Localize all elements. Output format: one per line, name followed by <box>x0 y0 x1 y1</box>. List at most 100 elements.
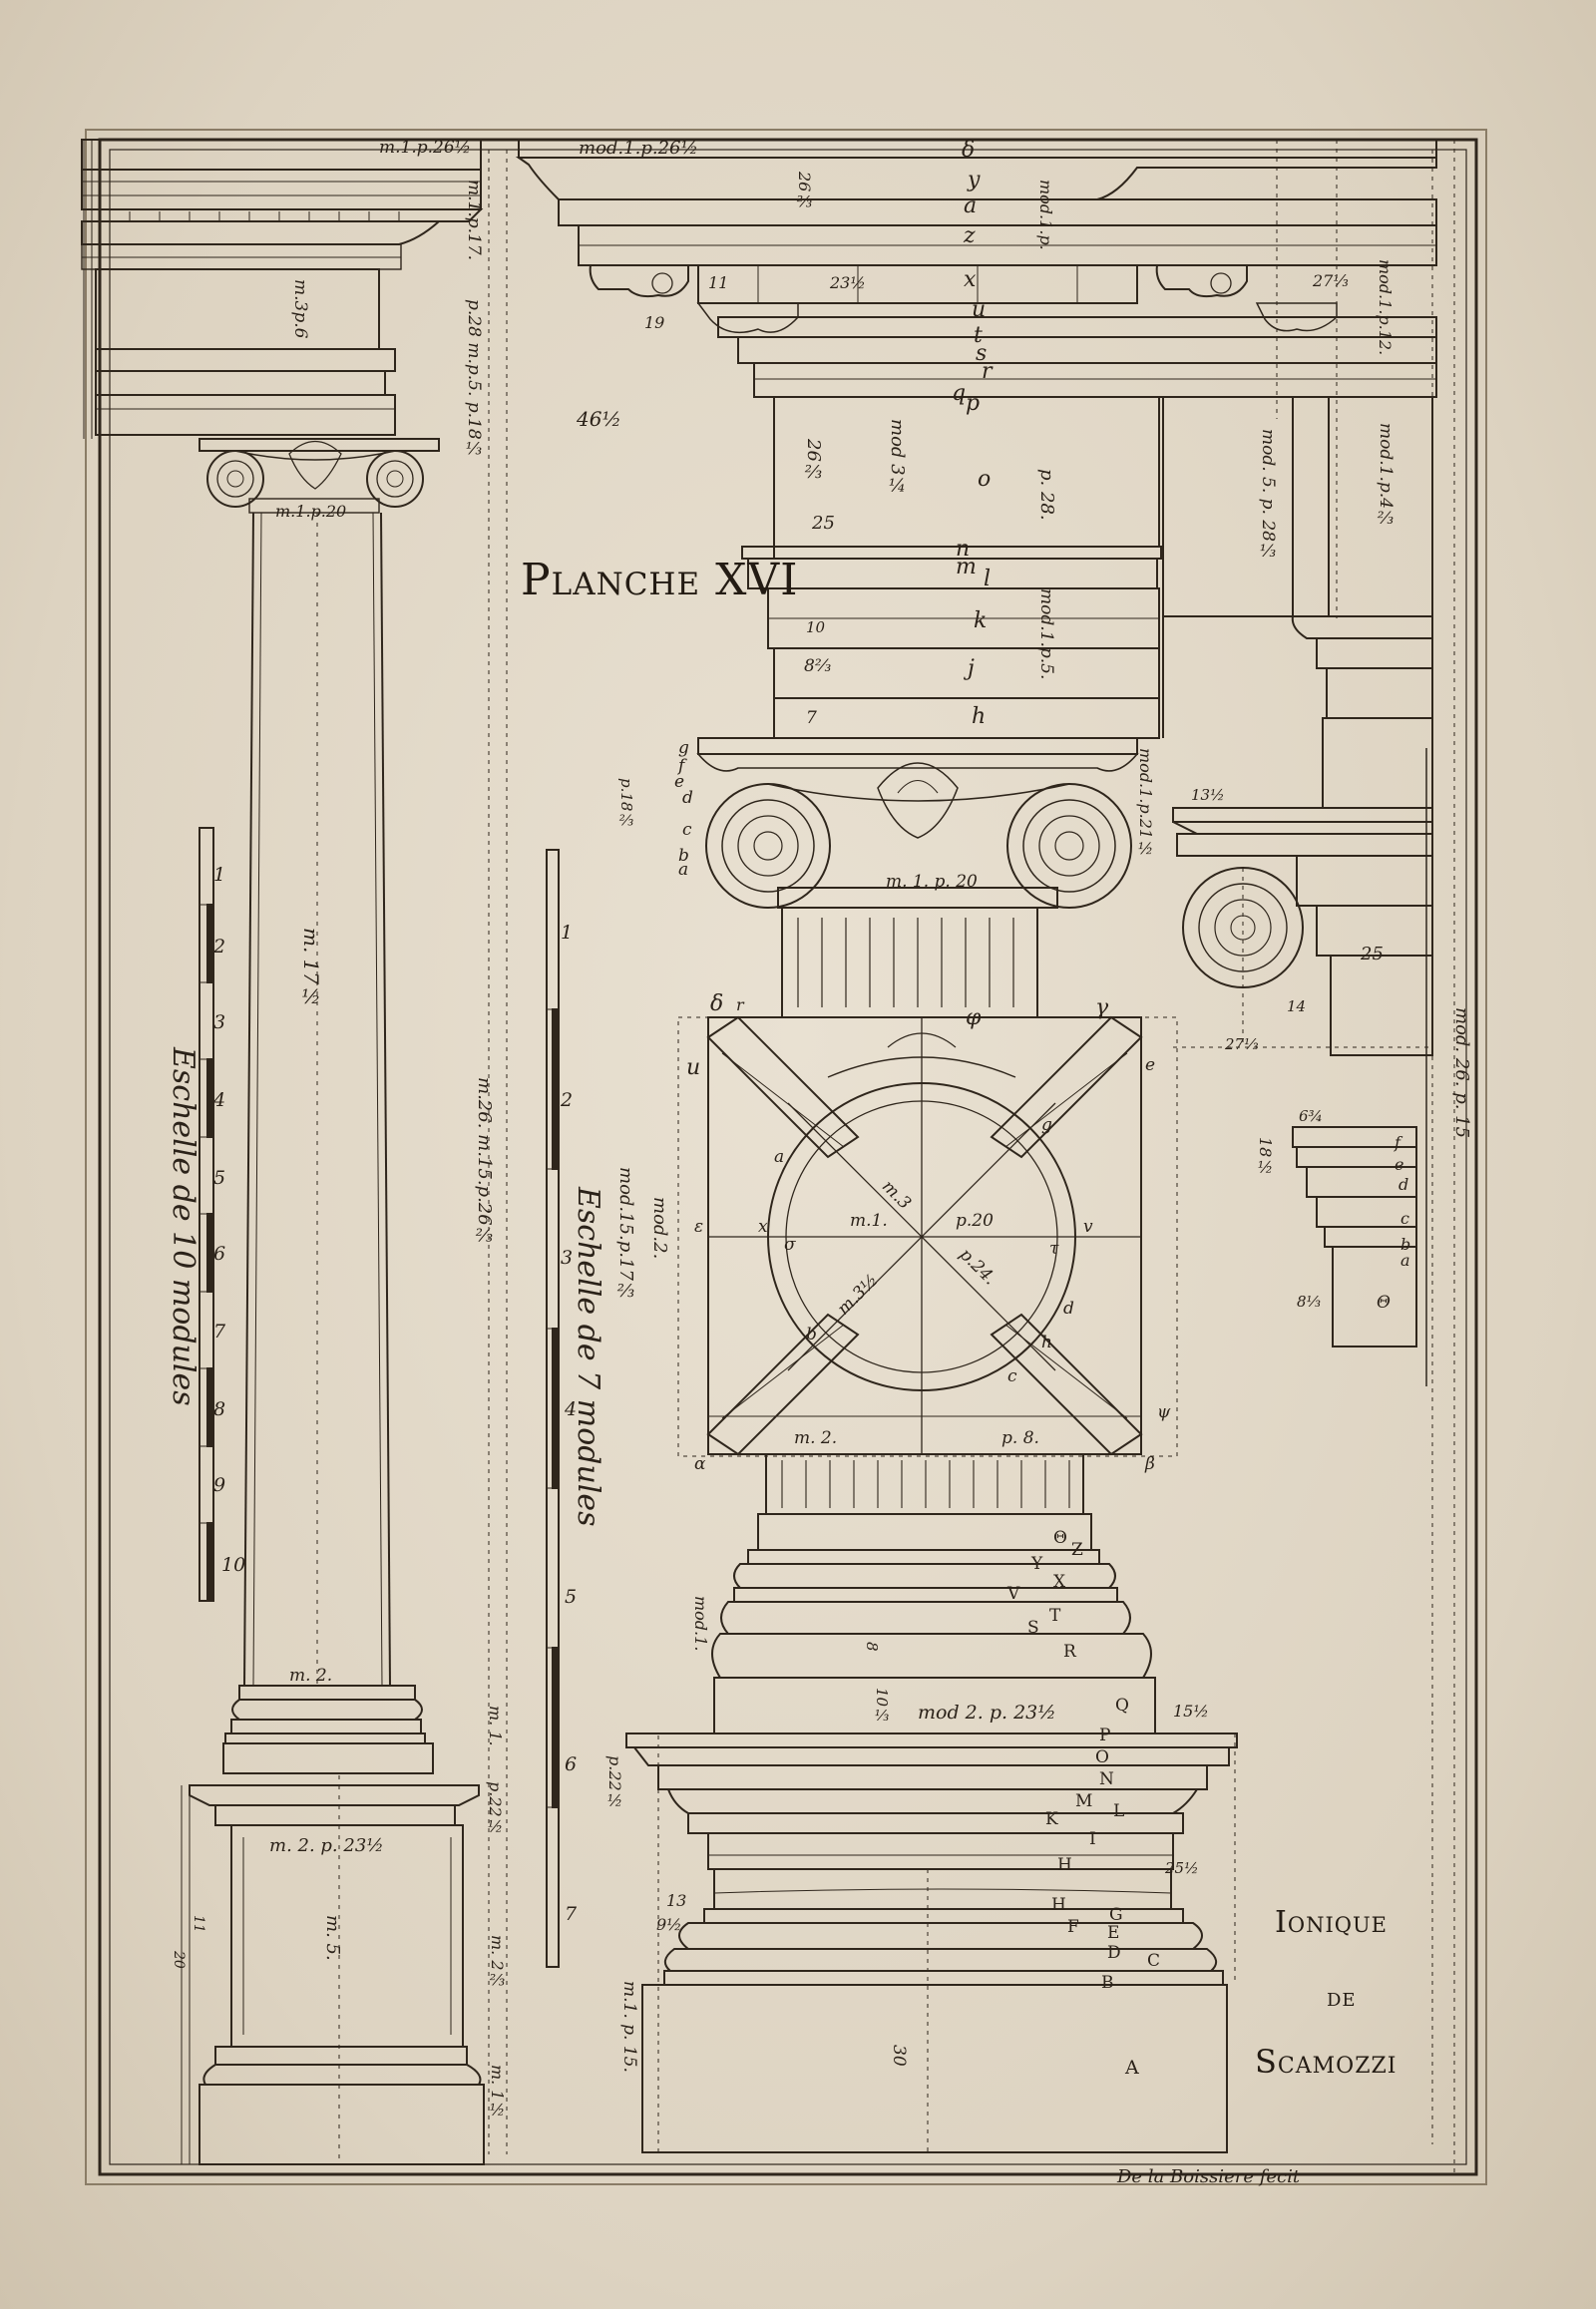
base-letter-m: M <box>1075 1791 1093 1811</box>
capital-front <box>696 737 1139 1018</box>
base-letter-n: N <box>1099 1769 1114 1789</box>
base-letter-r: R <box>1063 1642 1076 1662</box>
cap-letter-d: d <box>682 788 693 808</box>
frieze-architrave <box>741 396 1433 1386</box>
scale7-num-5: 5 <box>565 1586 578 1608</box>
ent-letter-z: z <box>964 223 976 248</box>
ent-letter-u: u <box>972 297 987 322</box>
scale10-num-4: 4 <box>213 1089 226 1111</box>
plan-letter-x: x <box>758 1217 768 1237</box>
capital-width: m. 1. p. 20 <box>886 872 978 892</box>
base-letter-p: P <box>1099 1726 1111 1745</box>
ent-letter-y: y <box>968 168 981 192</box>
base-dim-b10: 10⅓ <box>873 1688 891 1726</box>
ent-dim-m7: mod.1.p.12. <box>1376 259 1395 356</box>
side-letter-d: d <box>1398 1175 1409 1194</box>
plan-m1: m.1. <box>850 1211 888 1231</box>
left-dim-shaft: m. 17½ <box>299 928 323 1009</box>
arch-dim-d: 7 <box>806 708 817 728</box>
scale10-num-8: 8 <box>213 1398 226 1420</box>
base-letter-z: Z <box>1071 1540 1083 1560</box>
plan-letter-d: d <box>1063 1299 1074 1319</box>
left-dim-capital: m.1.p.20 <box>275 502 347 521</box>
left-dim-neck: m. 2. <box>289 1666 333 1686</box>
plan-letter-beta: β <box>1145 1454 1155 1474</box>
frieze-letter-j: j <box>968 656 975 681</box>
capital-plan <box>677 1015 1178 1457</box>
frieze-letter-l: l <box>984 567 992 591</box>
cap-letter-a: a <box>678 860 689 880</box>
scale7-num-4: 4 <box>565 1398 578 1420</box>
cap-letter-b: b <box>678 846 689 866</box>
ent-letter-q: q <box>952 381 967 406</box>
capital-side-dim: mod.1.p.21½ <box>1136 748 1155 859</box>
scale-10-label: Eschelle de 10 modules <box>166 1047 200 1406</box>
plan-letter-h: h <box>1041 1333 1052 1352</box>
scale10-num-10: 10 <box>221 1554 246 1576</box>
plan-left-dim: mod.15.p.17⅔ <box>615 1167 636 1302</box>
side-letter-b: b <box>1400 1235 1411 1254</box>
scale-10-modules <box>199 827 214 1602</box>
plate-mark <box>85 129 1487 2185</box>
plan-letter-sigma: σ <box>784 1235 796 1255</box>
ent-letter-delta: δ <box>962 138 976 163</box>
frieze-dim-a: mod 3¼ <box>887 419 908 497</box>
scale10-num-7: 7 <box>213 1321 226 1343</box>
ent-dim-m4: 23½ <box>830 273 866 292</box>
base-letter-k: K <box>1045 1809 1058 1829</box>
scale10-num-2: 2 <box>213 936 226 958</box>
base-letter-theta: Θ <box>1053 1528 1067 1548</box>
plan-left-dim2: mod.2. <box>649 1197 670 1260</box>
order-title-line3: Scamozzi <box>1255 2043 1397 2081</box>
side-letter-e: e <box>1395 1155 1404 1174</box>
base-letter-g: G <box>1109 1905 1123 1925</box>
scale10-num-1: 1 <box>213 864 226 886</box>
ent-letter-a: a <box>964 193 978 218</box>
base-letter-f: F <box>1067 1917 1079 1937</box>
scale-7-label: Eschelle de 7 modules <box>571 1187 605 1527</box>
plan-letter-r: r <box>736 995 744 1014</box>
left-dim-r4: m. 1½ <box>488 2065 507 2119</box>
ent-letter-t: t <box>974 323 983 348</box>
inner-frame <box>109 149 1467 2165</box>
left-column-elevation <box>81 139 508 2165</box>
base-dim-b2: mod 2. p. 23½ <box>918 1702 1056 1724</box>
base-dim-b4: p.22½ <box>605 1755 624 1810</box>
frieze-letter-o: o <box>978 467 992 492</box>
ent-letter-p: p <box>966 391 981 416</box>
capital-side-dim2: p.18⅔ <box>617 778 635 830</box>
side-letter-c: c <box>1400 1209 1409 1228</box>
order-title-line2: de <box>1327 1983 1357 2013</box>
frieze-dim-f: mod.1.p.4⅔ <box>1376 423 1396 529</box>
scale7-num-7: 7 <box>565 1903 578 1925</box>
side-dim-h: 8⅓ <box>1297 1293 1322 1311</box>
side-dim-e: mod. 26. p. 15 <box>1451 1007 1472 1139</box>
side-letter-theta: Θ <box>1377 1293 1391 1313</box>
frieze-letter-h: h <box>972 704 987 729</box>
plan-letter-psi: ψ <box>1157 1402 1171 1422</box>
base-dim-b9: 30 <box>889 2045 909 2067</box>
base-letter-l: L <box>1113 1801 1125 1821</box>
base-dim-b8: m.1. p. 15. <box>619 1981 639 2073</box>
ent-letter-r: r <box>982 359 993 384</box>
scale7-num-3: 3 <box>561 1247 574 1269</box>
scale-7-modules <box>546 849 560 1968</box>
ent-letter-s: s <box>976 341 988 366</box>
scale7-num-2: 2 <box>561 1089 574 1111</box>
left-dim-3: p.28 m.p.5. p.18⅓ <box>464 299 484 460</box>
left-dim-pedestal: m. 5. <box>322 1915 343 1961</box>
ent-dim-m3: 11 <box>708 273 729 292</box>
base-dim-b6: 13 <box>666 1891 687 1910</box>
base-dim-b11: 8 <box>863 1642 881 1652</box>
side-dim-a: 13½ <box>1191 786 1225 804</box>
plan-letter-epsilon: ε <box>694 1217 704 1237</box>
arch-dim-a: mod.1.p.5. <box>1036 588 1056 680</box>
frieze-letter-m: m <box>956 555 977 579</box>
ent-dim-top: mod.1.p.26½ <box>579 138 698 159</box>
side-dim-c: 14 <box>1287 997 1307 1015</box>
order-title-line1: Ionique <box>1275 1905 1388 1940</box>
ent-dim-m5: 19 <box>644 313 665 332</box>
plan-letter-g: g <box>1041 1115 1052 1135</box>
base-letter-i: I <box>1089 1829 1096 1849</box>
